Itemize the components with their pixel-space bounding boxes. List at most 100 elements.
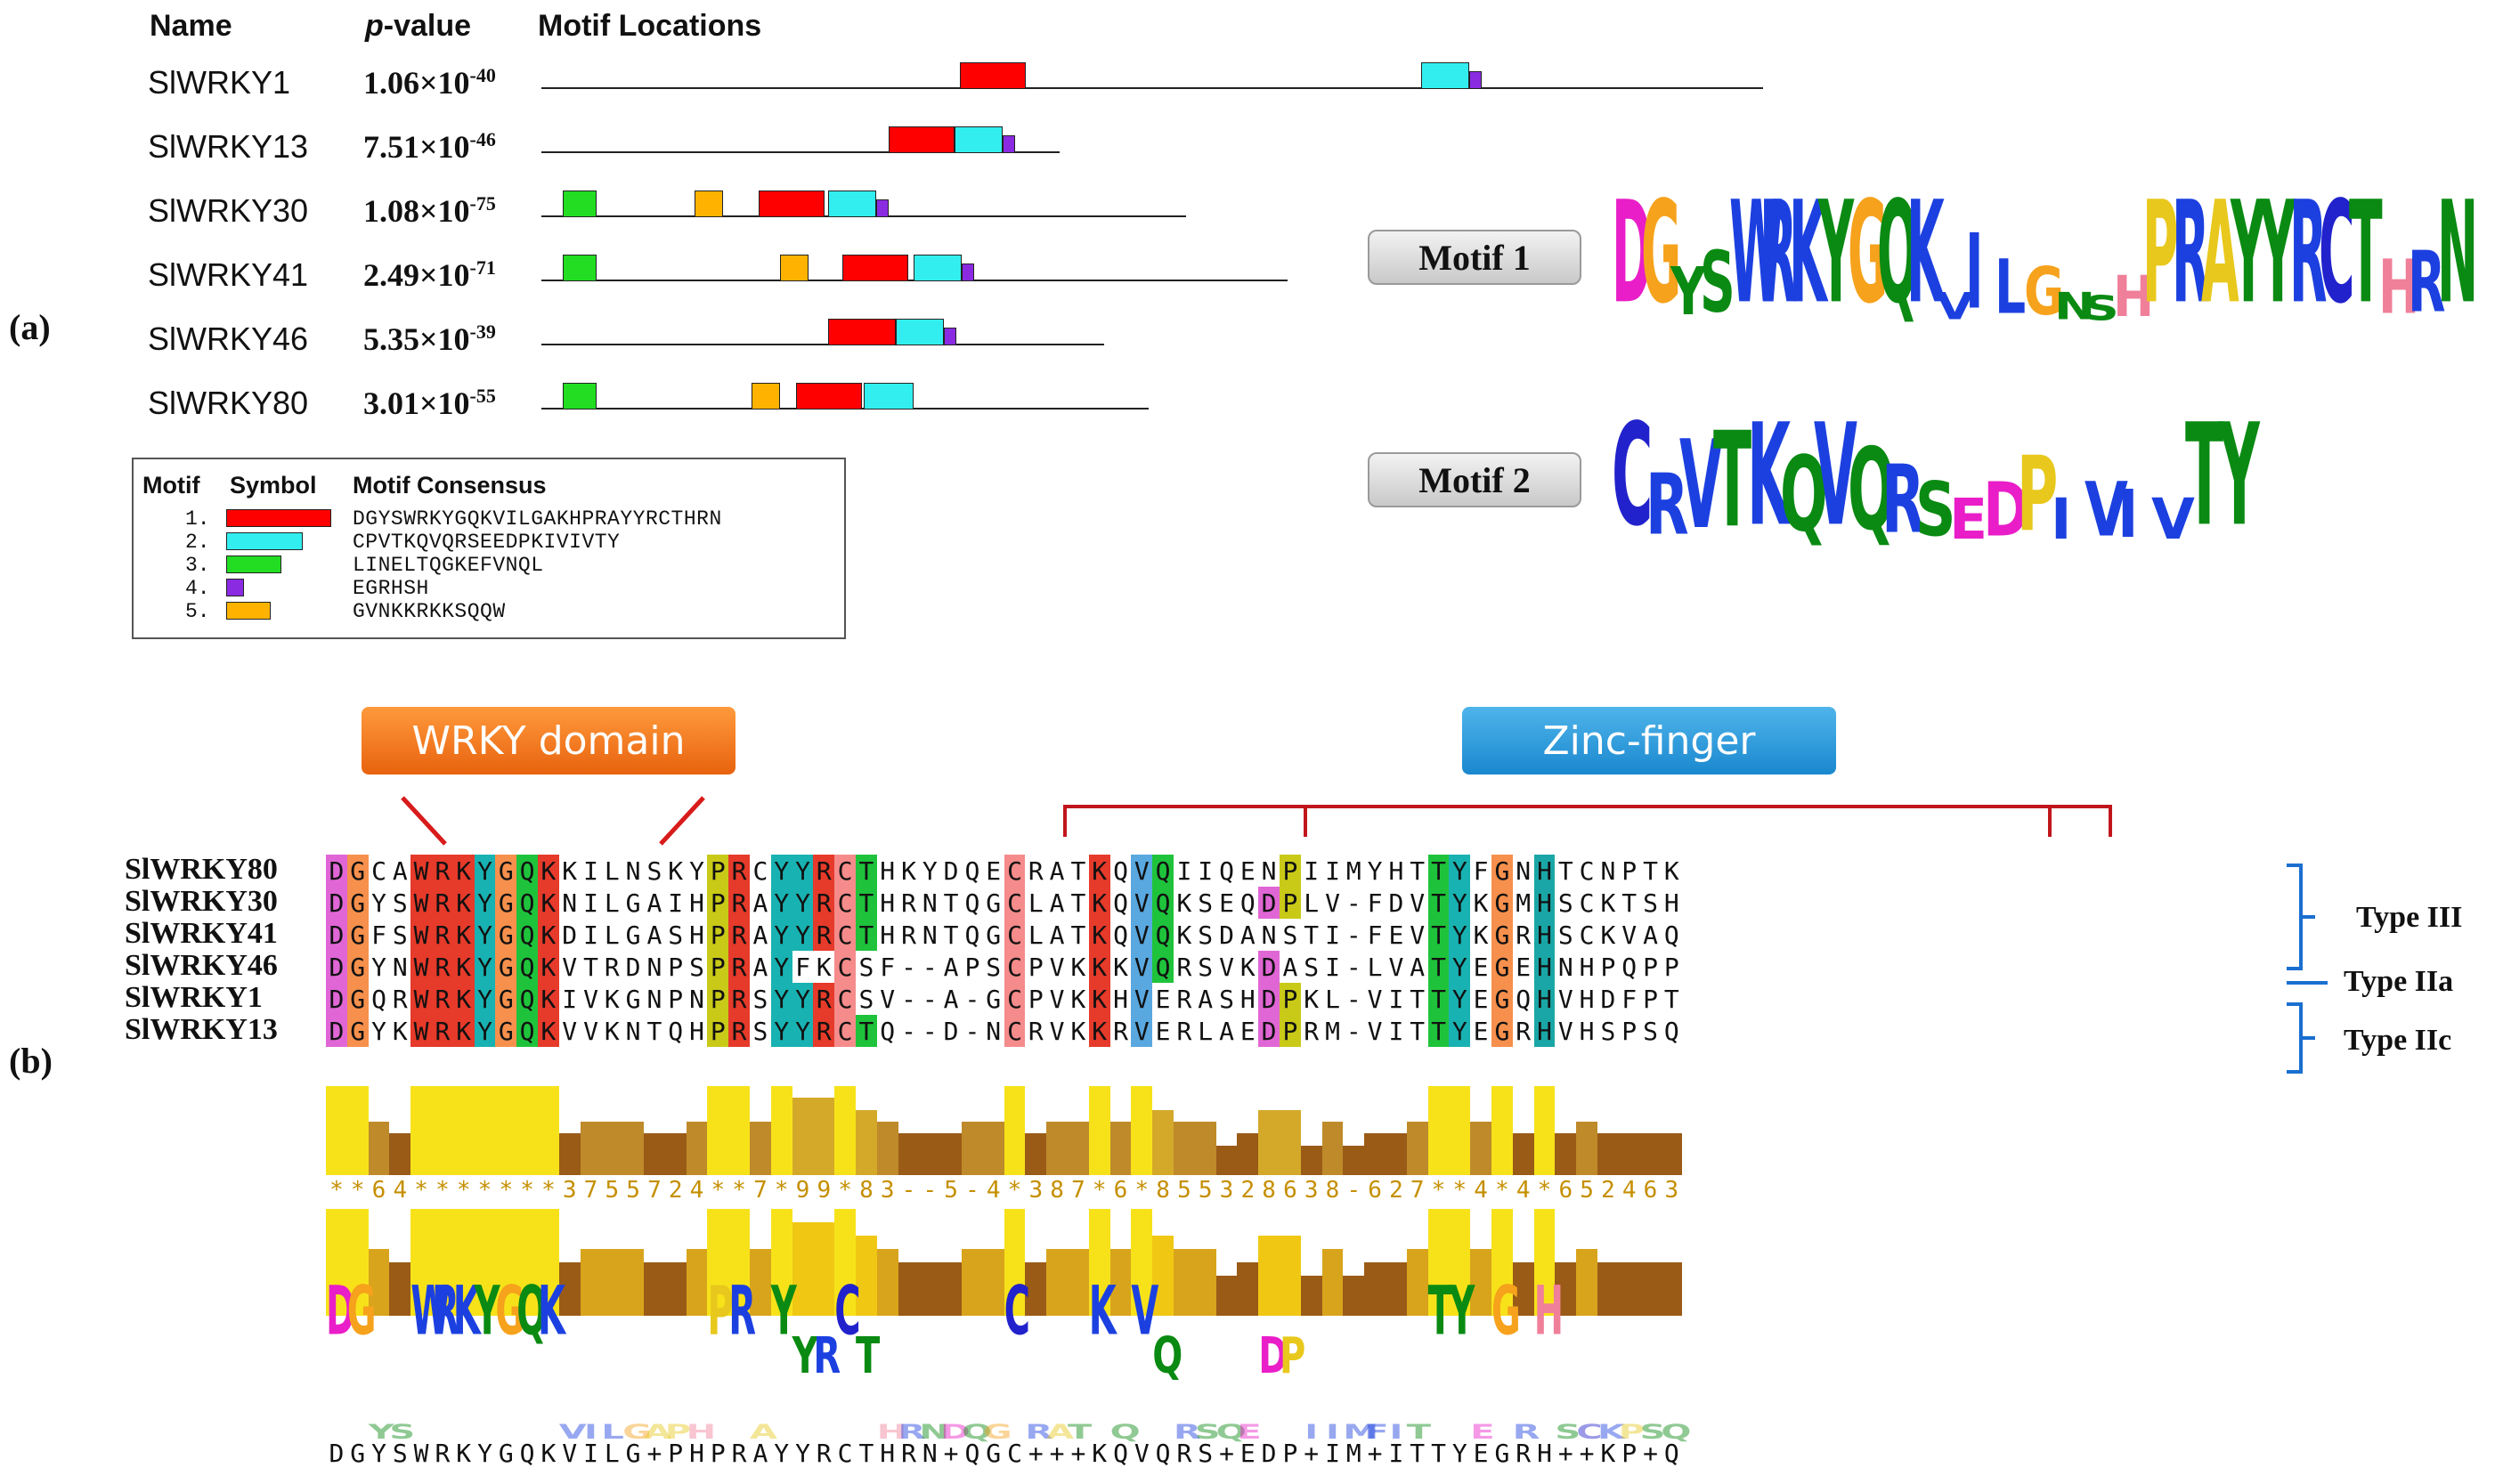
residue: T (1070, 856, 1086, 886)
gene-track (541, 87, 1763, 89)
residue: Y (474, 919, 496, 951)
conservation-bar (1364, 1133, 1386, 1175)
residue: I (1325, 952, 1340, 982)
residue: C (371, 856, 386, 886)
residue: S (858, 952, 874, 982)
quality-bar (1025, 1262, 1047, 1316)
conservation-bar (982, 1122, 1004, 1175)
residue: Q (1113, 856, 1128, 886)
residue: L (1325, 984, 1340, 1014)
residue: P (1280, 983, 1301, 1015)
residue: L (1198, 1016, 1214, 1046)
consensus-residue: R (816, 1439, 832, 1468)
conservation-score: 5 (605, 1177, 620, 1204)
residue: A (1049, 856, 1065, 886)
residue: S (752, 1016, 768, 1046)
residue: N (986, 1016, 1002, 1046)
residue: Q (1663, 1016, 1679, 1046)
consensus-residue: P (668, 1439, 684, 1468)
residue: V (583, 1016, 598, 1046)
residue: C (1579, 920, 1595, 950)
motif-legend: Motif Symbol Motif Consensus 1.DGYSWRKYG… (132, 458, 846, 639)
residue: P (1643, 984, 1658, 1014)
residue: Q (668, 1016, 684, 1046)
residue: G (625, 920, 641, 950)
residue: L (604, 920, 620, 950)
residue: N (922, 888, 938, 918)
conservation-bar (474, 1086, 496, 1175)
residue: S (1643, 888, 1658, 918)
residue: T (583, 952, 598, 982)
residue: P (1600, 952, 1616, 982)
consensus-residue: + (943, 1439, 959, 1468)
quality-bar (1470, 1249, 1491, 1316)
conservation-score: * (1092, 1177, 1107, 1204)
residue: T (1410, 984, 1426, 1014)
residue: H (1663, 888, 1679, 918)
conservation-score: * (838, 1177, 852, 1204)
logo-letter: C (2319, 183, 2355, 326)
conservation-score: 4 (1474, 1177, 1488, 1204)
residue: R (728, 951, 750, 983)
consensus-residue: P (710, 1439, 726, 1468)
residue: L (604, 888, 620, 918)
residue: K (538, 919, 559, 951)
conservation-bar (856, 1110, 877, 1175)
residue: S (1219, 984, 1234, 1014)
conservation-score: 6 (371, 1177, 386, 1204)
residue: R (1516, 1016, 1532, 1046)
residue: G (495, 1015, 517, 1047)
consensus-residue: G (625, 1439, 641, 1468)
legend-number: 5. (185, 600, 210, 623)
quality-bar (1576, 1249, 1597, 1316)
residue: H (689, 920, 704, 950)
quality-bar (326, 1209, 347, 1316)
consensus-residue: Y (774, 1439, 790, 1468)
residue: Y (770, 1015, 792, 1047)
residue: K (452, 887, 475, 919)
residue: T (1557, 856, 1573, 886)
conservation-score: 6 (1643, 1177, 1658, 1204)
residue: Y (1449, 887, 1471, 919)
consensus-residue: + (1049, 1439, 1065, 1468)
conservation-bar (1661, 1133, 1683, 1175)
legend-header-symbol: Symbol (230, 472, 317, 499)
residue: R (432, 1015, 453, 1047)
residue: Y (1449, 855, 1471, 887)
motif-4-box (944, 328, 956, 345)
residue: I (562, 984, 578, 1014)
residue: G (986, 888, 1002, 918)
consensus-residue: Y (371, 1439, 386, 1468)
quality-bar (1639, 1262, 1662, 1316)
conservation-bar (1280, 1110, 1301, 1175)
residue: K (1070, 952, 1086, 982)
gene-pvalue: 5.35×10-39 (363, 320, 496, 358)
conservation-bar (1046, 1122, 1068, 1175)
residue: K (538, 855, 559, 887)
residue: N (922, 920, 938, 950)
residue: - (922, 1016, 938, 1046)
consensus-residue: E (1239, 1439, 1256, 1468)
consensus-residue: A (752, 1439, 768, 1468)
residue: E (1239, 856, 1256, 886)
residue: G (625, 984, 641, 1014)
residue: M (1325, 1016, 1340, 1046)
consensus-residue: Q (1113, 1439, 1128, 1468)
residue: S (1600, 1016, 1616, 1046)
conservation-bar (580, 1122, 602, 1175)
residue: V (1557, 984, 1573, 1014)
residue: K (392, 1016, 408, 1046)
residue: K (1088, 887, 1110, 919)
logo-letter: H (2112, 265, 2154, 326)
residue: P (1280, 1015, 1301, 1047)
gene-name: SlWRKY80 (148, 385, 309, 421)
logo-letter: D (1612, 183, 1653, 326)
legend-number: 3. (185, 554, 210, 577)
residue: P (668, 984, 684, 1014)
consensus-residue: I (583, 1439, 598, 1468)
residue: K (1088, 1015, 1110, 1047)
residue: S (646, 856, 662, 886)
residue: C (1004, 1015, 1026, 1047)
residue: T (1663, 984, 1679, 1014)
